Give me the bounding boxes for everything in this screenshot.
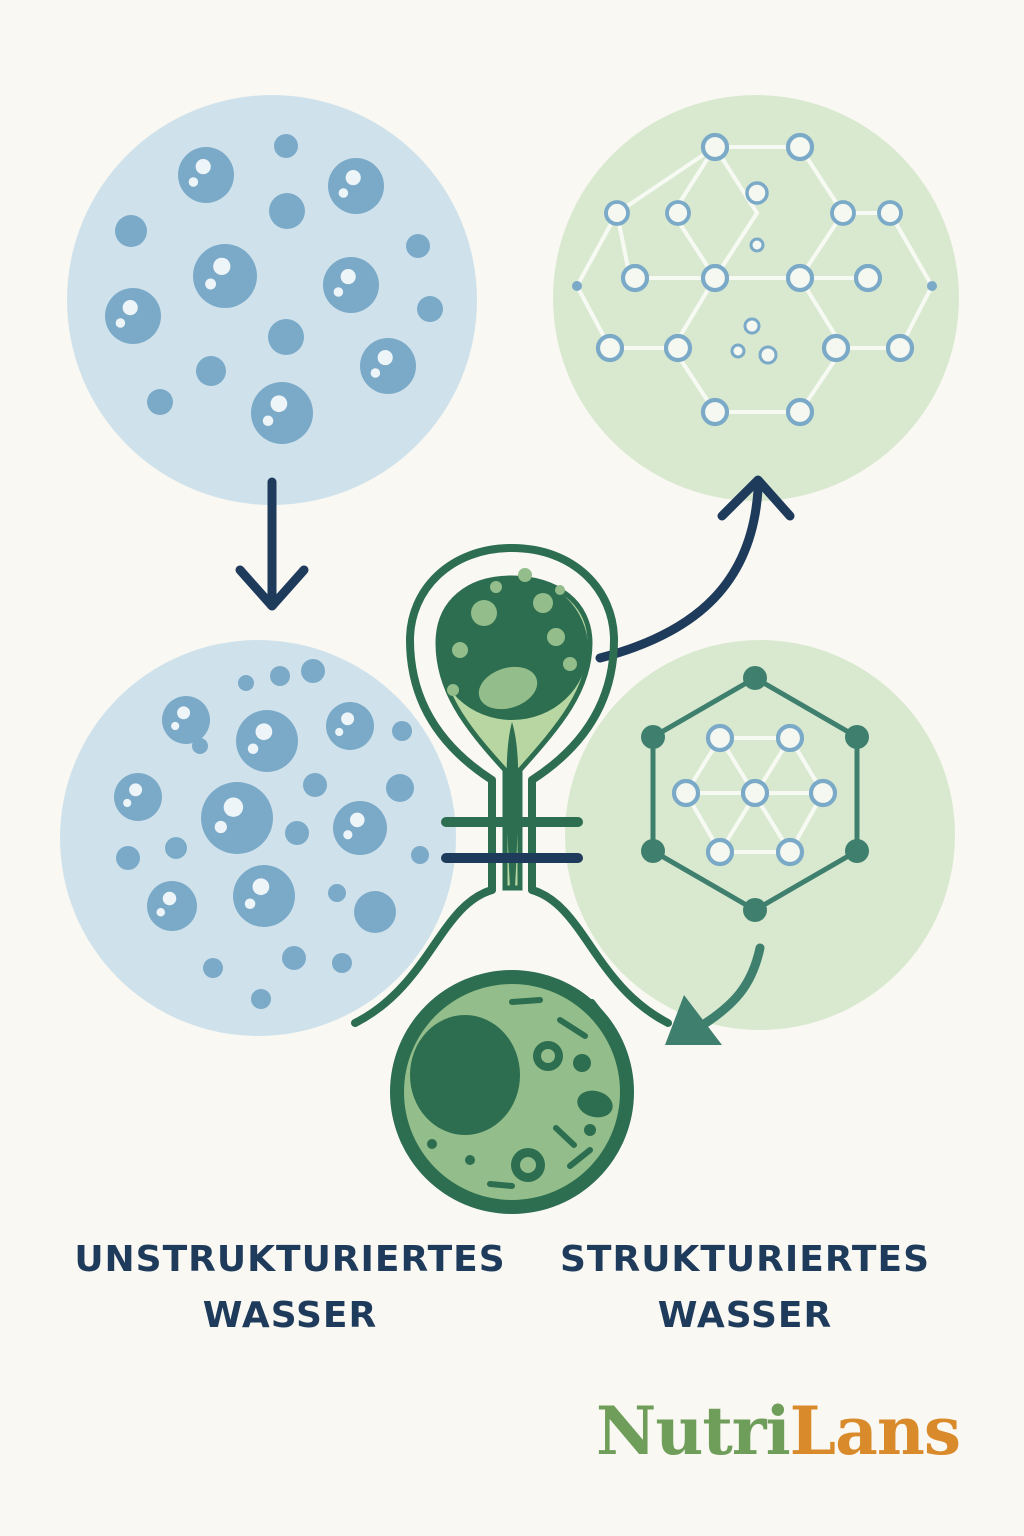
water-molecule-icon	[147, 389, 173, 415]
water-molecule-icon	[114, 773, 162, 821]
water-molecule-icon	[360, 338, 416, 394]
water-molecule-icon	[745, 181, 769, 205]
water-molecule-icon	[323, 257, 379, 313]
water-molecule-icon	[354, 891, 396, 933]
structured-water-top-circle	[553, 95, 959, 501]
water-molecule-icon	[233, 865, 295, 927]
logo-part-2: Lans	[789, 1392, 961, 1470]
water-molecule-icon	[749, 237, 765, 253]
water-molecule-icon	[785, 263, 815, 293]
water-molecule-icon	[700, 397, 730, 427]
water-molecule-icon	[595, 333, 625, 363]
water-molecule-icon	[740, 778, 770, 808]
water-molecule-icon	[663, 333, 693, 363]
water-molecule-icon	[268, 319, 304, 355]
water-molecule-icon	[192, 738, 208, 754]
water-molecule-icon	[282, 946, 306, 970]
water-molecule-icon	[743, 317, 761, 335]
curved-arrow-icon	[595, 475, 795, 663]
water-molecule-icon	[328, 158, 384, 214]
water-molecule-icon	[332, 953, 352, 973]
water-molecule-icon	[285, 821, 309, 845]
ordered-molecules-top	[572, 132, 937, 427]
water-molecule-icon	[877, 200, 903, 226]
water-molecule-icon	[165, 837, 187, 859]
cell-icon	[390, 970, 634, 1214]
water-molecule-icon	[665, 200, 691, 226]
structured-label-line2: WASSER	[657, 1295, 833, 1336]
water-molecule-icon	[251, 382, 313, 444]
water-molecule-icon	[808, 778, 838, 808]
unstructured-water-label: UNSTRUKTURIERTES WASSER	[40, 1232, 540, 1344]
water-molecule-icon	[730, 343, 746, 359]
water-molecule-icon	[162, 696, 210, 744]
unstructured-label-line1: UNSTRUKTURIERTES	[74, 1239, 506, 1280]
water-molecule-icon	[238, 675, 254, 691]
brand-logo: NutriLans	[596, 1392, 961, 1470]
water-molecule-icon	[830, 200, 856, 226]
unstructured-label-line2: WASSER	[202, 1295, 378, 1336]
water-molecule-icon	[620, 263, 650, 293]
water-molecule-icon	[671, 778, 701, 808]
water-molecule-icon	[821, 333, 851, 363]
water-molecule-icon	[700, 132, 730, 162]
water-molecule-icon	[417, 296, 443, 322]
water-molecule-icon	[105, 288, 161, 344]
structured-label-line1: STRUKTURIERTES	[559, 1239, 930, 1280]
water-molecule-icon	[705, 837, 735, 867]
water-molecule-icon	[196, 356, 226, 386]
water-molecule-icon	[411, 846, 429, 864]
random-molecules-top	[105, 134, 443, 444]
water-molecule-icon	[386, 774, 414, 802]
water-molecule-icon	[236, 710, 298, 772]
structured-water-bottom-circle	[565, 640, 955, 1030]
water-molecule-icon	[193, 244, 257, 308]
water-molecule-icon	[604, 200, 630, 226]
water-molecule-icon	[251, 989, 271, 1009]
water-molecule-icon	[328, 884, 346, 902]
water-molecule-icon	[115, 215, 147, 247]
structured-water-label: STRUKTURIERTES WASSER	[500, 1232, 990, 1344]
logo-part-1: Nutri	[596, 1392, 791, 1470]
water-molecule-icon	[785, 397, 815, 427]
water-molecule-icon	[326, 702, 374, 750]
water-molecule-icon	[178, 147, 234, 203]
random-molecules-bottom	[114, 659, 429, 1009]
down-arrow-icon	[235, 477, 309, 611]
water-molecule-icon	[201, 782, 273, 854]
water-molecule-icon	[758, 345, 778, 365]
curved-return-arrow-icon	[665, 943, 765, 1045]
water-molecule-icon	[885, 333, 915, 363]
water-molecule-icon	[147, 881, 197, 931]
cell-flask-icon	[351, 544, 672, 1027]
water-molecule-icon	[406, 234, 430, 258]
water-molecule-icon	[700, 263, 730, 293]
water-molecule-icon	[301, 659, 325, 683]
ordered-molecules-bottom	[671, 723, 838, 867]
water-molecule-icon	[785, 132, 815, 162]
water-molecule-icon	[269, 193, 305, 229]
water-molecule-icon	[775, 837, 805, 867]
water-molecule-icon	[775, 723, 805, 753]
water-molecule-icon	[392, 721, 412, 741]
water-molecule-icon	[270, 666, 290, 686]
water-molecule-icon	[303, 773, 327, 797]
water-molecule-icon	[333, 801, 387, 855]
water-molecule-icon	[274, 134, 298, 158]
water-molecule-icon	[705, 723, 735, 753]
water-molecule-icon	[853, 263, 883, 293]
water-molecule-icon	[116, 846, 140, 870]
water-molecule-icon	[203, 958, 223, 978]
